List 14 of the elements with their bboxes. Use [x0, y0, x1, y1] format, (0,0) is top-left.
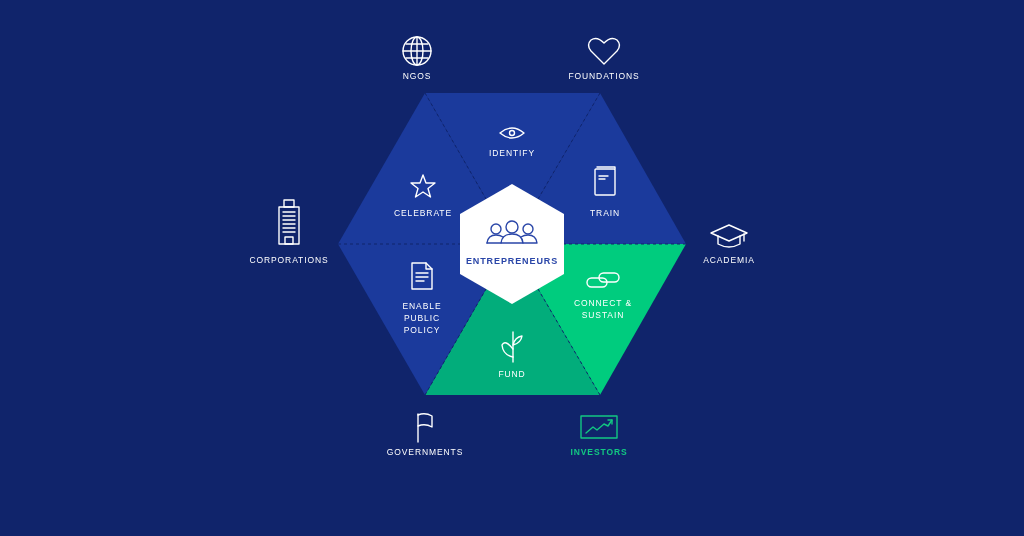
stakeholder-label: CORPORATIONS [249, 255, 329, 265]
center-label: ENTREPRENEURS [464, 255, 560, 267]
stakeholder-label: ACADEMIA [703, 255, 755, 265]
segment-label: IDENTIFY [488, 147, 536, 159]
center-hexagon [460, 184, 564, 304]
stakeholder-label: GOVERNMENTS [386, 447, 464, 457]
segment-label: CONNECT & SUSTAIN [573, 297, 633, 321]
stakeholder-label: NGOS [402, 71, 432, 81]
segment-label: CELEBRATE [393, 207, 453, 219]
stakeholder-label: FOUNDATIONS [568, 71, 640, 81]
segment-label: FUND [497, 368, 527, 380]
stakeholder-label: INVESTORS [570, 447, 628, 457]
segment-label: TRAIN [589, 207, 621, 219]
segment-label: ENABLE PUBLIC POLICY [401, 300, 443, 336]
